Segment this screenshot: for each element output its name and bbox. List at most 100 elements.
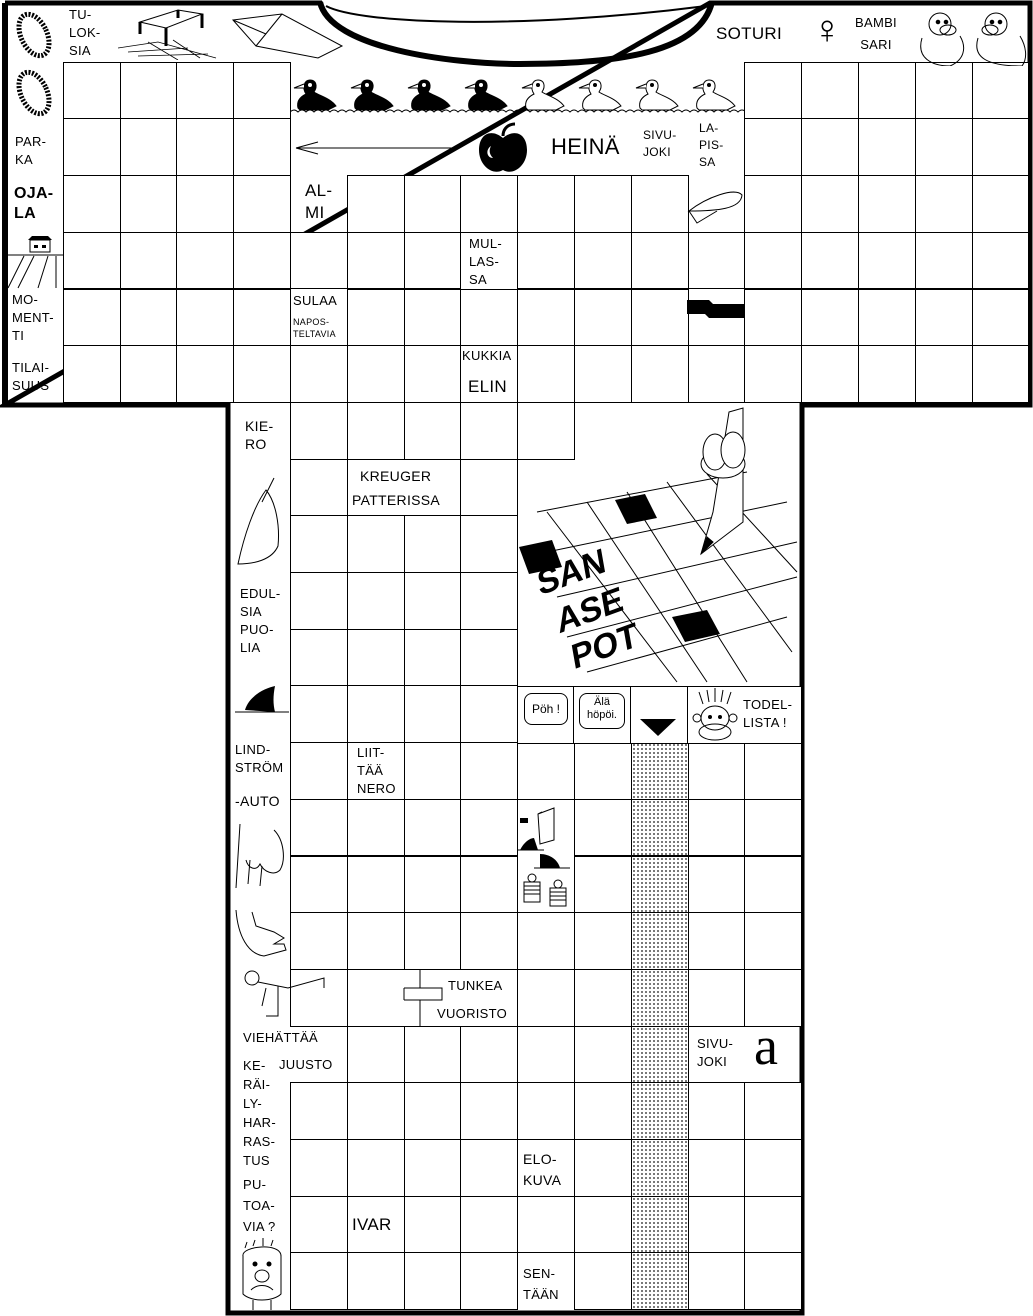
grid-cell[interactable] bbox=[744, 175, 803, 233]
grid-cell[interactable] bbox=[801, 345, 859, 403]
grid-cell[interactable] bbox=[744, 118, 803, 177]
grid-cell[interactable] bbox=[346, 515, 405, 573]
grid-cell[interactable] bbox=[290, 1252, 348, 1311]
grid-cell[interactable] bbox=[290, 968, 348, 1027]
grid-cell[interactable] bbox=[971, 61, 1030, 120]
grid-cell[interactable] bbox=[744, 912, 803, 970]
grid-cell[interactable] bbox=[858, 231, 916, 290]
grid-cell[interactable] bbox=[517, 345, 575, 403]
grid-cell[interactable] bbox=[914, 288, 973, 347]
grid-cell[interactable] bbox=[119, 175, 178, 233]
grid-cell[interactable] bbox=[744, 231, 803, 290]
grid-cell[interactable] bbox=[517, 175, 575, 233]
grid-cell[interactable] bbox=[460, 628, 519, 687]
grid-cell[interactable] bbox=[744, 742, 803, 800]
grid-cell[interactable] bbox=[403, 1195, 462, 1254]
grid-cell[interactable] bbox=[346, 1252, 405, 1311]
grid-cell[interactable] bbox=[460, 798, 519, 857]
grid-cell[interactable] bbox=[858, 345, 916, 403]
grid-cell[interactable] bbox=[176, 345, 235, 403]
grid-cell[interactable] bbox=[403, 1082, 462, 1140]
grid-cell[interactable] bbox=[517, 231, 575, 290]
grid-cell[interactable] bbox=[744, 345, 803, 403]
grid-cell[interactable] bbox=[914, 175, 973, 233]
grid-cell[interactable] bbox=[346, 798, 405, 857]
grid-cell[interactable] bbox=[403, 175, 462, 233]
grid-cell[interactable] bbox=[290, 1139, 348, 1197]
grid-cell[interactable] bbox=[176, 288, 235, 347]
grid-cell[interactable] bbox=[403, 742, 462, 800]
grid-cell[interactable] bbox=[517, 288, 575, 347]
grid-cell[interactable] bbox=[574, 345, 632, 403]
grid-cell[interactable] bbox=[403, 685, 462, 744]
grid-cell[interactable] bbox=[687, 912, 746, 970]
grid-cell[interactable] bbox=[517, 968, 575, 1027]
grid-cell[interactable] bbox=[290, 685, 348, 744]
grid-cell[interactable] bbox=[403, 628, 462, 687]
grid-cell[interactable] bbox=[62, 175, 121, 233]
grid-cell[interactable] bbox=[687, 1139, 746, 1197]
grid-cell[interactable] bbox=[119, 288, 178, 347]
grid-cell[interactable] bbox=[744, 1082, 803, 1140]
grid-cell[interactable] bbox=[687, 798, 746, 857]
shaded-answer-cell[interactable] bbox=[630, 1195, 689, 1254]
grid-cell[interactable] bbox=[346, 685, 405, 744]
grid-cell[interactable] bbox=[290, 572, 348, 630]
grid-cell[interactable] bbox=[574, 968, 632, 1027]
grid-cell[interactable] bbox=[346, 1025, 405, 1084]
grid-cell[interactable] bbox=[971, 345, 1030, 403]
grid-cell[interactable] bbox=[801, 61, 859, 120]
grid-cell[interactable] bbox=[687, 1082, 746, 1140]
grid-cell[interactable] bbox=[801, 231, 859, 290]
grid-cell[interactable] bbox=[403, 1025, 462, 1084]
grid-cell[interactable] bbox=[62, 231, 121, 290]
grid-cell[interactable] bbox=[630, 175, 689, 233]
grid-cell[interactable] bbox=[403, 1252, 462, 1311]
grid-cell[interactable] bbox=[801, 118, 859, 177]
grid-cell[interactable] bbox=[346, 912, 405, 970]
grid-cell[interactable] bbox=[290, 628, 348, 687]
grid-cell[interactable] bbox=[346, 175, 405, 233]
grid-cell[interactable] bbox=[346, 1139, 405, 1197]
grid-cell[interactable] bbox=[460, 1139, 519, 1197]
grid-cell[interactable] bbox=[62, 288, 121, 347]
grid-cell[interactable] bbox=[119, 118, 178, 177]
grid-cell[interactable] bbox=[346, 1082, 405, 1140]
grid-cell[interactable] bbox=[574, 231, 632, 290]
grid-cell[interactable] bbox=[62, 118, 121, 177]
grid-cell[interactable] bbox=[914, 231, 973, 290]
grid-cell[interactable] bbox=[574, 288, 632, 347]
grid-cell[interactable] bbox=[403, 345, 462, 403]
grid-cell[interactable] bbox=[346, 572, 405, 630]
shaded-answer-cell[interactable] bbox=[630, 1025, 689, 1084]
grid-cell[interactable] bbox=[460, 1082, 519, 1140]
grid-cell[interactable] bbox=[403, 401, 462, 460]
shaded-answer-cell[interactable] bbox=[630, 912, 689, 970]
grid-cell[interactable] bbox=[290, 1195, 348, 1254]
grid-cell[interactable] bbox=[403, 912, 462, 970]
grid-cell[interactable] bbox=[630, 345, 689, 403]
grid-cell[interactable] bbox=[233, 118, 291, 177]
grid-cell[interactable] bbox=[119, 345, 178, 403]
grid-cell[interactable] bbox=[403, 1139, 462, 1197]
grid-cell[interactable] bbox=[233, 345, 291, 403]
grid-cell[interactable] bbox=[403, 572, 462, 630]
grid-cell[interactable] bbox=[290, 401, 348, 460]
grid-cell[interactable] bbox=[346, 231, 405, 290]
grid-cell[interactable] bbox=[62, 345, 121, 403]
grid-cell[interactable] bbox=[744, 1195, 803, 1254]
grid-cell[interactable] bbox=[687, 231, 746, 290]
grid-cell[interactable] bbox=[460, 458, 519, 517]
grid-cell[interactable] bbox=[858, 61, 916, 120]
grid-cell[interactable] bbox=[801, 288, 859, 347]
grid-cell[interactable] bbox=[460, 742, 519, 800]
grid-cell[interactable] bbox=[460, 1252, 519, 1311]
grid-cell[interactable] bbox=[460, 855, 519, 914]
shaded-answer-cell[interactable] bbox=[630, 1252, 689, 1311]
grid-cell[interactable] bbox=[290, 231, 348, 290]
grid-cell[interactable] bbox=[176, 61, 235, 120]
grid-cell[interactable] bbox=[687, 1252, 746, 1311]
shaded-answer-cell[interactable] bbox=[630, 855, 689, 914]
grid-cell[interactable] bbox=[574, 912, 632, 970]
grid-cell[interactable] bbox=[744, 1252, 803, 1311]
